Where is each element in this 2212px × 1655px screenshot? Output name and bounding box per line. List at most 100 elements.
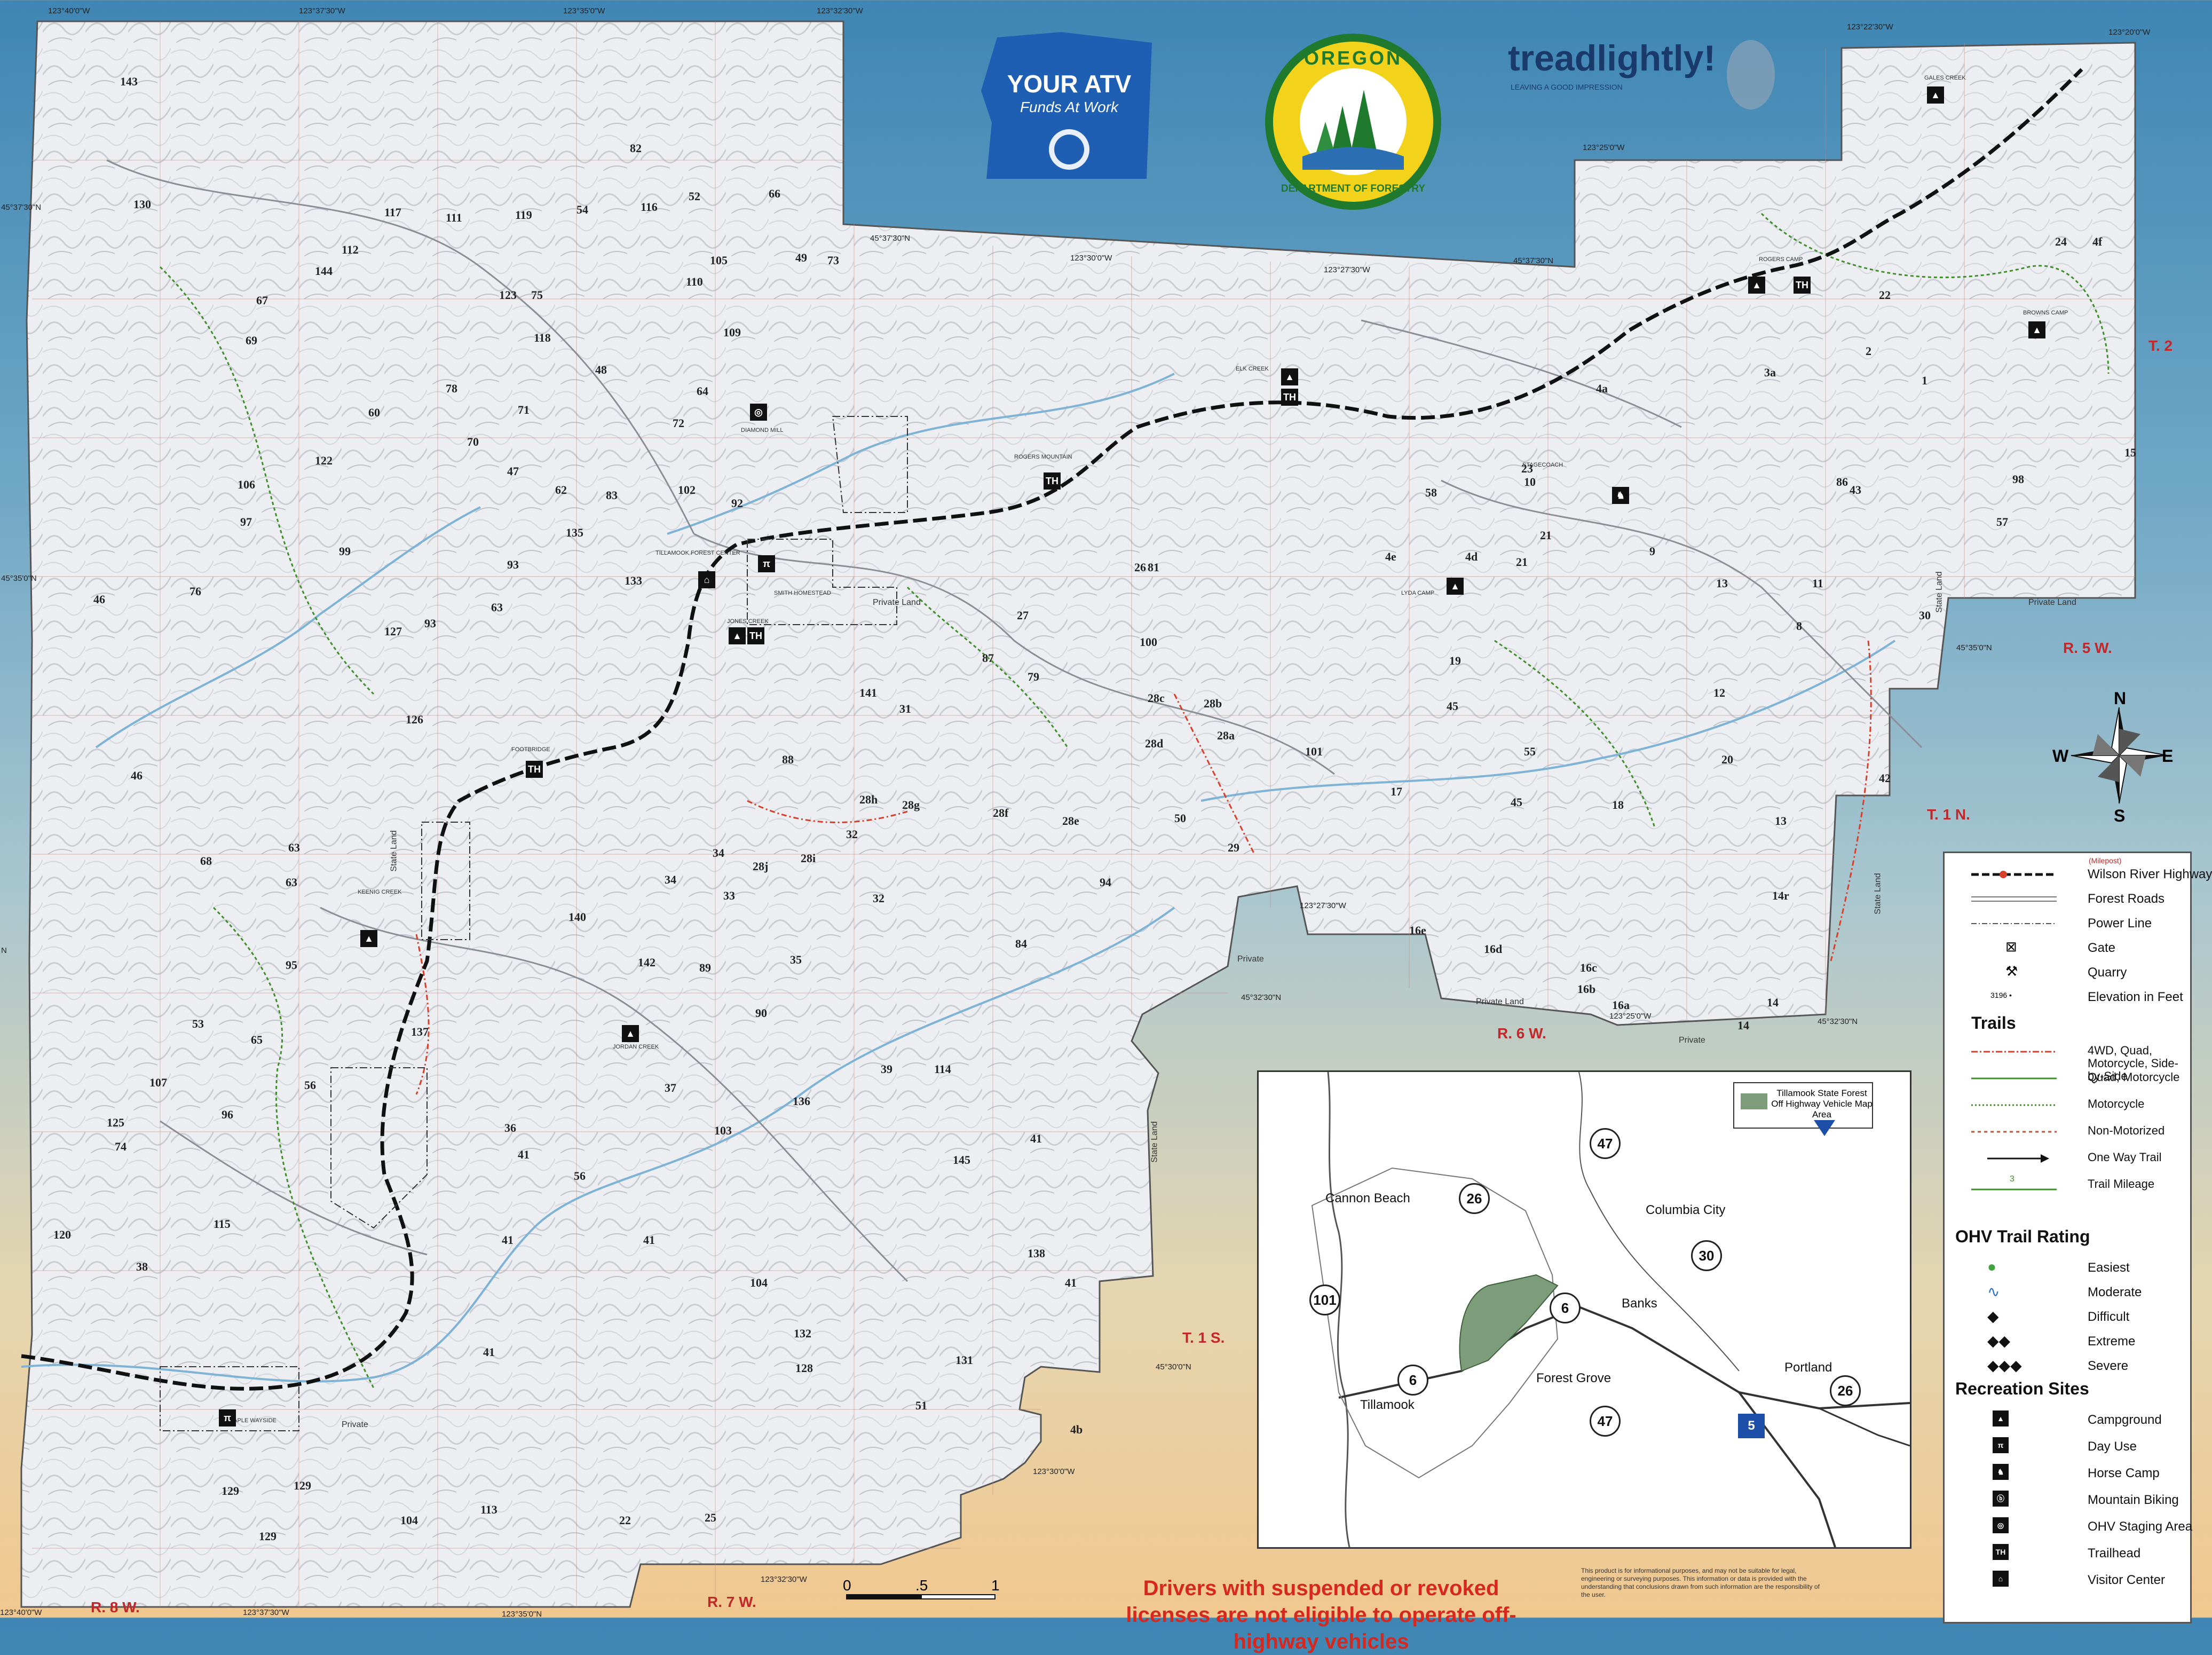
route-shield: 30 <box>1691 1240 1722 1271</box>
tread-tagline: LEAVING A GOOD IMPRESSION <box>1511 83 1623 91</box>
trailhead-icon[interactable]: TH <box>1044 472 1061 490</box>
horse-icon: ♞ <box>1993 1464 2009 1480</box>
trail-number-label: 3a <box>1764 366 1776 379</box>
land-label: Private Land <box>873 598 921 607</box>
compass-s: S <box>2114 806 2126 825</box>
tent-icon[interactable]: ▲ <box>1447 578 1464 595</box>
horse-icon[interactable]: ♞ <box>1612 487 1629 504</box>
visitor-icon[interactable]: ⌂ <box>698 571 715 588</box>
legend-symbol <box>1971 1040 2057 1063</box>
trail-number-label: 48 <box>595 363 607 376</box>
trail-number-label: 16d <box>1484 942 1503 956</box>
route-shield: 47 <box>1590 1406 1621 1437</box>
legend-label: Trail Mileage <box>2088 1177 2155 1191</box>
land-label: Private Land <box>2028 598 2076 607</box>
odf-seal-icon <box>1265 34 1441 210</box>
picnic-icon[interactable]: π <box>758 555 775 572</box>
trailhead-icon[interactable]: TH <box>526 761 543 778</box>
trail-number-label: 21 <box>1516 555 1528 569</box>
trailhead-icon[interactable]: TH <box>1794 277 1811 294</box>
trail-number-label: 28a <box>1217 729 1235 742</box>
trail-number-label: 70 <box>467 435 479 448</box>
trail-number-label: 52 <box>689 190 700 203</box>
trail-number-label: 26 <box>1134 561 1146 574</box>
range-r7w: R. 7 W. <box>707 1594 756 1610</box>
legend-row-rating: ∿Moderate <box>1945 1281 2179 1304</box>
tent-icon[interactable]: ▲ <box>1748 277 1765 294</box>
legend-label: One Way Trail <box>2088 1150 2162 1164</box>
trail-number-label: 21 <box>1540 529 1552 542</box>
trail-number-label: 4b <box>1070 1423 1083 1436</box>
land-label: State Land <box>1873 873 1883 915</box>
ohv-icon[interactable]: ◎ <box>750 404 767 421</box>
legend-symbol <box>1971 1120 2057 1144</box>
trail-number-label: 49 <box>795 251 807 264</box>
legend-rating-heading: OHV Trail Rating <box>1955 1227 2090 1246</box>
coord-inner: 45°37'30"N <box>1513 256 1554 265</box>
trail-number-label: 32 <box>873 892 884 905</box>
trail-number-label: 89 <box>699 961 711 974</box>
trail-number-label: 81 <box>1148 561 1159 574</box>
legend-row-rating: ◆Difficult <box>1945 1305 2179 1329</box>
trail-number-label: 55 <box>1524 745 1536 758</box>
land-label: Private <box>1237 955 1264 964</box>
trail-number-label: 117 <box>384 206 401 219</box>
picnic-icon[interactable]: π <box>219 1409 236 1427</box>
trail-number-label: 41 <box>643 1233 655 1247</box>
legend-row-rating: ◆◆◆Severe <box>1945 1354 2179 1378</box>
site-smith-homestead: SMITH HOMESTEAD <box>774 590 831 596</box>
city-tillamook: Tillamook <box>1360 1398 1415 1412</box>
tent-icon[interactable]: ▲ <box>360 930 377 947</box>
legend-label: Visitor Center <box>2088 1573 2165 1587</box>
trail-number-label: 111 <box>446 211 462 224</box>
legend-label: Day Use <box>2088 1439 2137 1454</box>
trail-number-label: 123 <box>499 288 517 302</box>
trail-number-label: 41 <box>1065 1276 1077 1289</box>
elevation-marker-icon: 3196 • <box>1990 991 2012 999</box>
trail-number-label: 16a <box>1612 998 1630 1012</box>
trail-number-label: 127 <box>384 625 402 638</box>
trail-number-label: 126 <box>406 713 423 726</box>
land-label: Private <box>342 1420 368 1429</box>
odf-top-text: OREGON <box>1304 47 1402 69</box>
trail-number-label: 4d <box>1465 550 1478 563</box>
scale-seg-light <box>921 1594 996 1599</box>
trail-number-label: 88 <box>782 753 794 766</box>
trailhead-icon[interactable]: TH <box>1281 389 1298 406</box>
trail-number-label: 28i <box>801 852 816 865</box>
tent-icon[interactable]: ▲ <box>1927 86 1944 104</box>
compass-n: N <box>2114 689 2127 708</box>
trail-number-label: 33 <box>723 889 735 902</box>
coord-left: 45°37'30"N <box>1 203 42 212</box>
trail-number-label: 96 <box>222 1108 233 1121</box>
inset-map-svg <box>1311 1071 1910 1548</box>
trail-number-label: 18 <box>1612 798 1624 811</box>
legend-symbol <box>1971 1147 2057 1170</box>
legend-row-trail: Motorcycle <box>1945 1093 2179 1117</box>
legend-label: Quarry <box>2088 965 2127 980</box>
coord-top: 123°32'30"W <box>817 6 863 15</box>
tent-icon[interactable]: ▲ <box>622 1025 639 1042</box>
legend-label: Quad, Motorcycle <box>2088 1070 2180 1084</box>
legend-row-trail: One Way Trail <box>1945 1147 2179 1170</box>
tent-icon[interactable]: ▲ <box>729 627 746 644</box>
mileage-value: 3 <box>2010 1175 2014 1184</box>
tent-icon[interactable]: ▲ <box>2028 321 2045 338</box>
legend-label: Forest Roads <box>2088 892 2165 906</box>
trail-number-label: 46 <box>93 593 105 606</box>
coord-inner: 45°32'30"N <box>1818 1017 1858 1026</box>
route-shield: 47 <box>1590 1128 1621 1159</box>
coord-inner: 45°32'30"N <box>1241 993 1282 1002</box>
trail-number-label: 27 <box>1017 609 1029 622</box>
trail-number-label: 56 <box>304 1078 316 1092</box>
compass-e: E <box>2162 746 2174 766</box>
city-columbia-city: Columbia City <box>1646 1203 1726 1217</box>
tread-lightly-logo: treadlightly! LEAVING A GOOD IMPRESSION <box>1508 32 1791 112</box>
trail-number-label: 53 <box>192 1017 204 1030</box>
trail-number-label: 138 <box>1028 1247 1045 1260</box>
tent-icon[interactable]: ▲ <box>1281 368 1298 385</box>
wilson-river-highway <box>21 68 2083 1391</box>
trailhead-icon[interactable]: TH <box>747 627 764 644</box>
trail-number-label: 114 <box>934 1062 951 1076</box>
